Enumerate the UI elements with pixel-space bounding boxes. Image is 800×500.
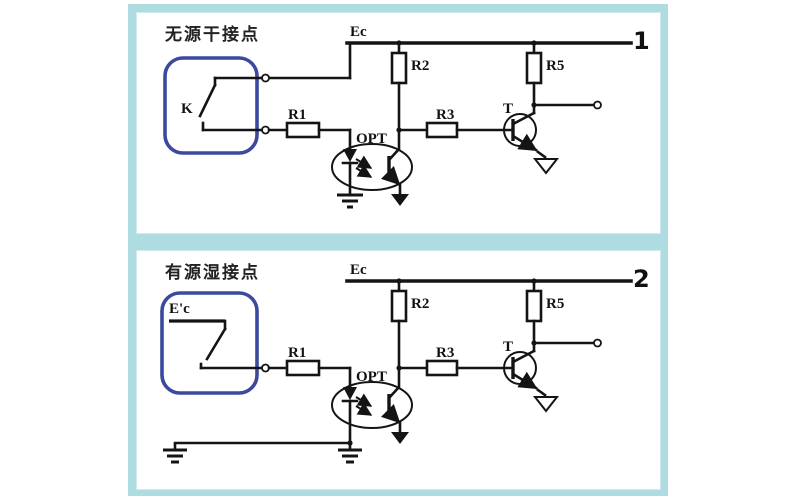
led-icon: [341, 366, 359, 445]
led-icon: [341, 128, 359, 195]
resistor-r2: R2: [390, 41, 429, 133]
ground-bars-icon: [337, 193, 363, 209]
ec-label: Ec: [350, 24, 367, 40]
ground-triangle-icon: [391, 432, 409, 444]
ec-label: Ec: [350, 262, 367, 278]
esrc-label: E'c: [169, 301, 190, 317]
panel-dry-contact: 无源干接点 1 Ec K R1: [136, 12, 661, 234]
panel-number: 2: [633, 265, 650, 293]
resistor-r1: R1: [267, 107, 352, 139]
transistor-t: T: [503, 339, 560, 413]
panel-number: 1: [633, 27, 650, 55]
r5-label: R5: [546, 296, 564, 312]
panel-title: 无源干接点: [164, 24, 260, 45]
phototransistor-icon: [380, 366, 402, 434]
switch-k-label: K: [181, 101, 193, 117]
output-terminal: [593, 100, 602, 110]
ground-bars-center-icon: [338, 443, 362, 464]
resistor-r3: R3: [397, 107, 515, 139]
opt-label: OPT: [356, 369, 387, 385]
r5-label: R5: [546, 58, 564, 74]
ground-triangle-icon: [532, 396, 560, 413]
resistor-r1: R1: [267, 345, 352, 377]
t-label: T: [503, 101, 513, 117]
optocoupler: OPT: [331, 366, 413, 445]
optocoupler: OPT: [331, 128, 413, 209]
circuit-2-schematic: 有源湿接点 2 Ec E'c R1: [160, 262, 650, 464]
power-rail: Ec: [345, 24, 633, 46]
r3-label: R3: [436, 107, 454, 123]
terminal-node-upper: [261, 73, 270, 83]
r1-label: R1: [288, 107, 306, 123]
switch-k-icon: [198, 76, 264, 132]
t-label: T: [503, 339, 513, 355]
r2-label: R2: [411, 58, 429, 74]
light-arrows-icon: [355, 393, 373, 416]
wet-contact-box: E'c: [160, 291, 264, 395]
bottom-return-wire: [163, 440, 362, 464]
r2-label: R2: [411, 296, 429, 312]
ground-triangle-icon: [532, 158, 560, 175]
light-arrows-icon: [355, 155, 373, 178]
resistor-r2: R2: [390, 279, 429, 371]
resistor-r5: R5: [525, 41, 602, 115]
power-rail: Ec: [345, 262, 633, 284]
opt-label: OPT: [356, 131, 387, 147]
circuit-1-schematic: 无源干接点 1 Ec K R1: [163, 24, 650, 209]
output-terminal: [593, 338, 602, 348]
resistor-r3: R3: [397, 345, 515, 377]
panel-title: 有源湿接点: [165, 262, 260, 283]
voltage-source-switch-icon: [169, 319, 264, 370]
r3-label: R3: [436, 345, 454, 361]
phototransistor-icon: [380, 128, 402, 196]
ground-triangle-icon: [391, 194, 409, 206]
resistor-r5: R5: [525, 279, 602, 353]
dry-contact-box: K: [163, 56, 264, 155]
panel-wet-contact: 有源湿接点 2 Ec E'c R1: [136, 250, 661, 490]
ground-bars-left-icon: [163, 443, 187, 464]
transistor-t: T: [503, 101, 560, 175]
r1-label: R1: [288, 345, 306, 361]
